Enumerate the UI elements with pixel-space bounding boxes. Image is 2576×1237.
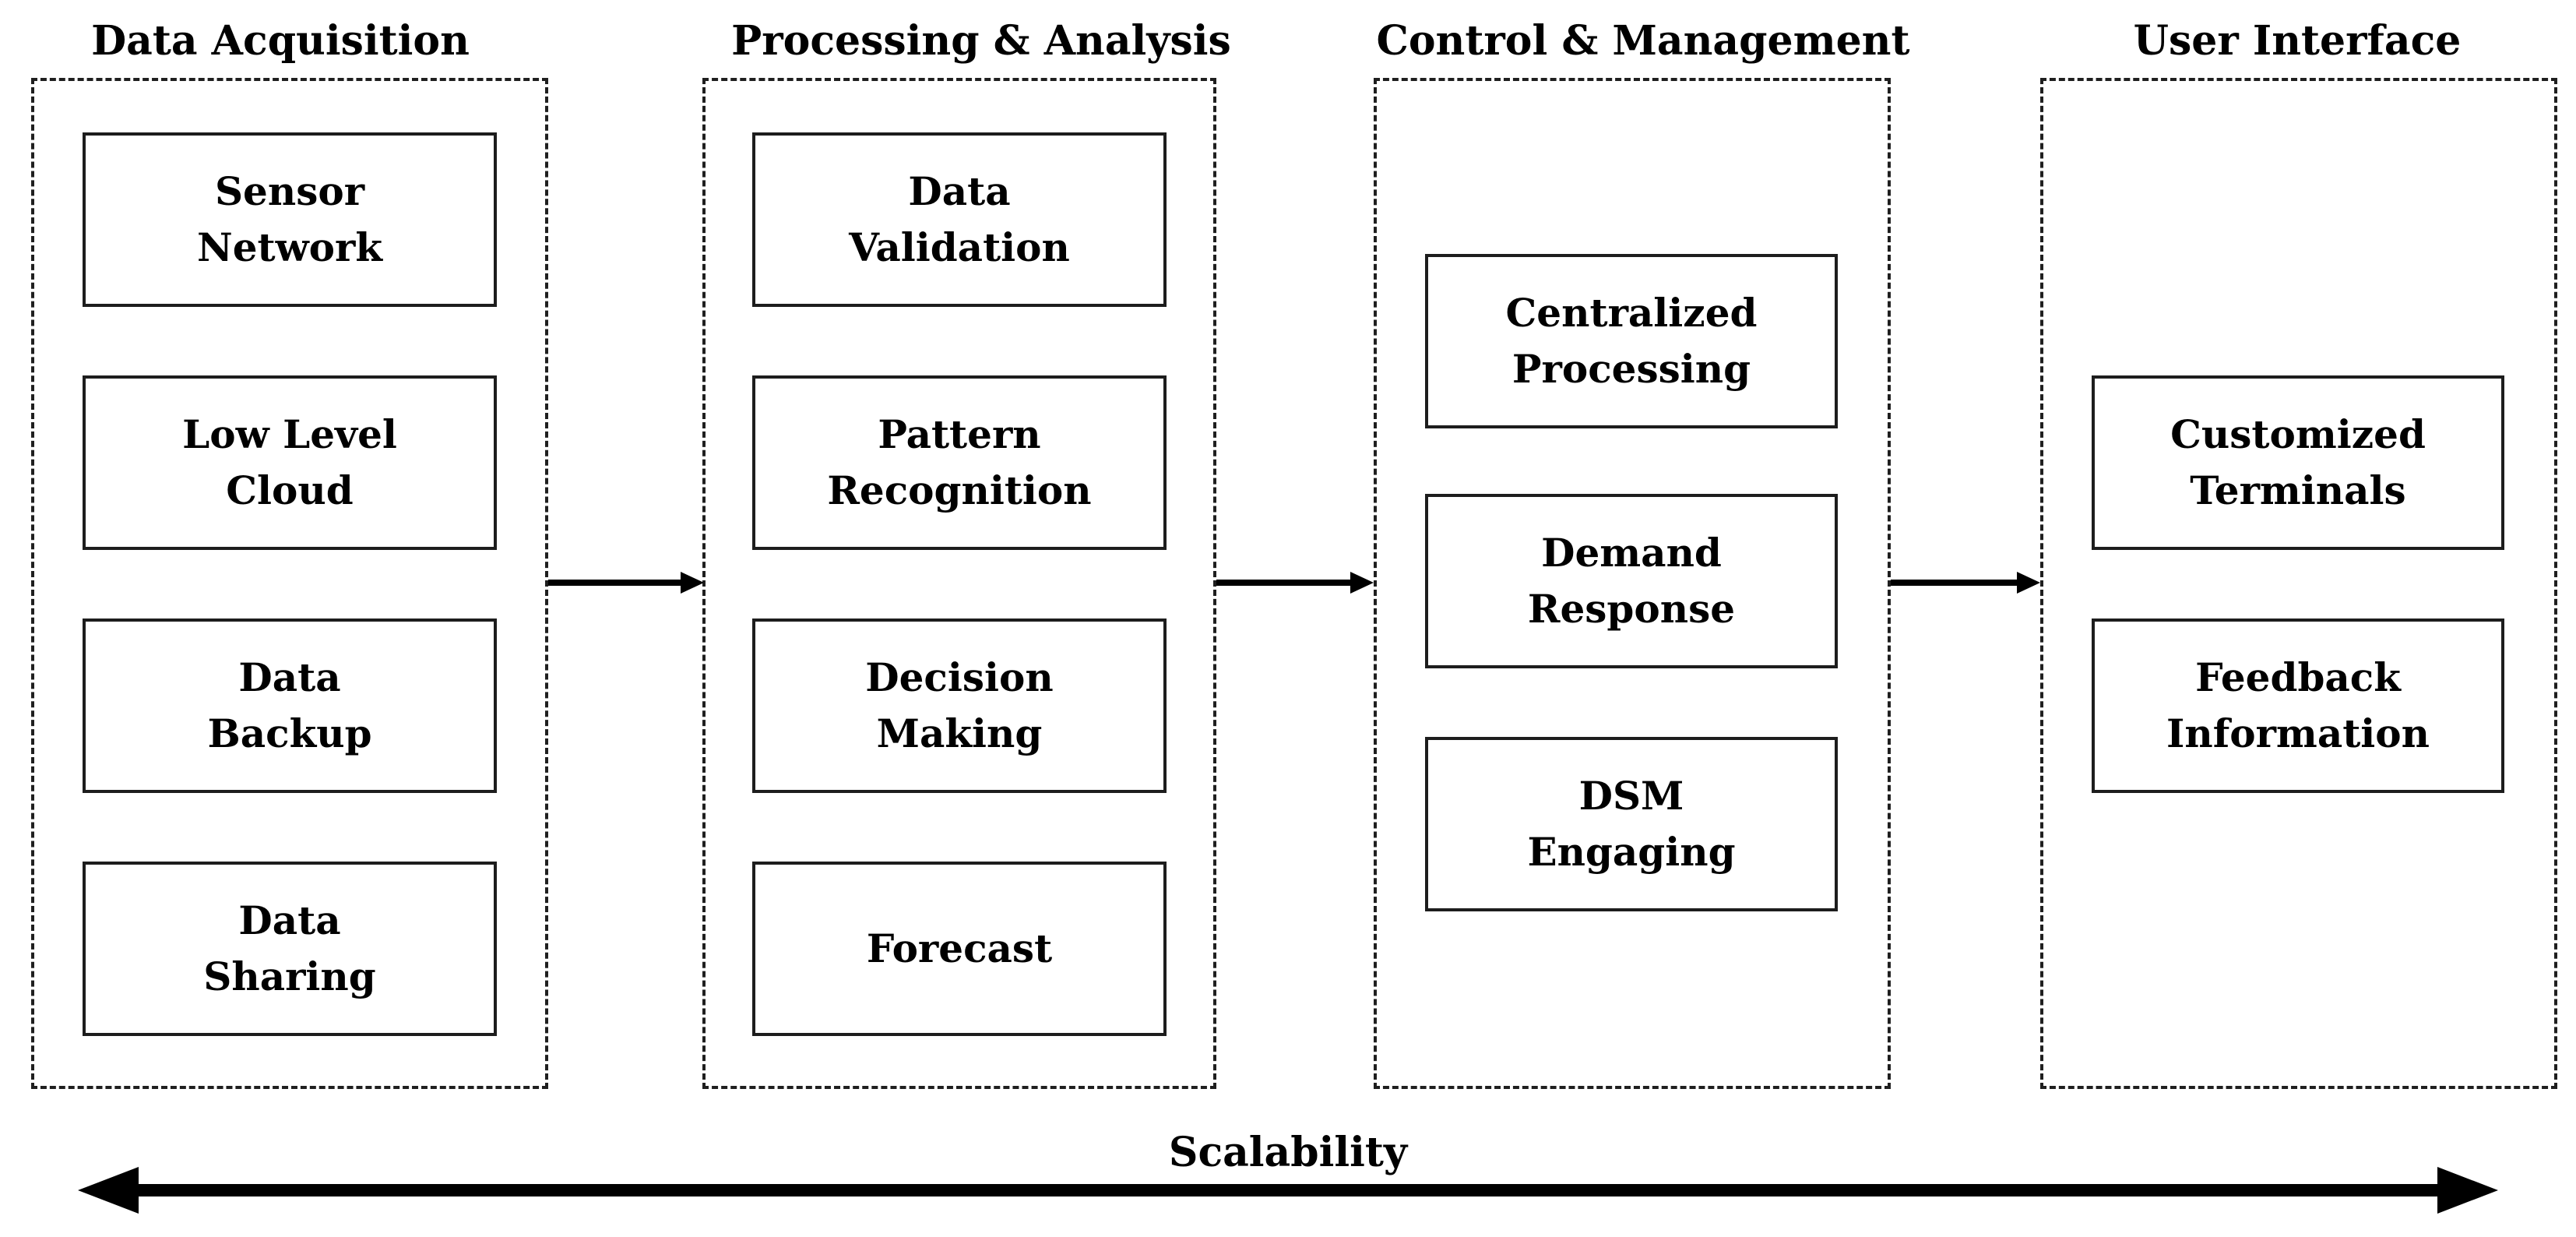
stage-control-management: Centralized Processing Demand Response D… — [1374, 78, 1891, 1089]
item-data-sharing: Data Sharing — [83, 862, 497, 1036]
stage-data-acquisition: Sensor Network Low Level Cloud Data Back… — [31, 78, 548, 1089]
item-data-validation: Data Validation — [752, 132, 1167, 307]
item-dsm-engaging: DSM Engaging — [1425, 737, 1838, 911]
item-demand-response: Demand Response — [1425, 494, 1838, 668]
stage-user-interface: Customized Terminals Feedback Informatio… — [2040, 78, 2557, 1089]
item-centralized-processing: Centralized Processing — [1425, 254, 1838, 428]
item-feedback-information: Feedback Information — [2092, 618, 2504, 793]
item-forecast: Forecast — [752, 862, 1167, 1036]
stage-title-processing-analysis: Processing & Analysis — [731, 17, 1231, 65]
item-customized-terminals: Customized Terminals — [2092, 375, 2504, 550]
item-low-level-cloud: Low Level Cloud — [83, 375, 497, 550]
stage-title-data-acquisition: Data Acquisition — [91, 17, 470, 65]
scalability-label: Scalability — [1168, 1129, 1408, 1176]
stage-title-user-interface: User Interface — [2133, 17, 2462, 65]
item-pattern-recognition: Pattern Recognition — [752, 375, 1167, 550]
item-decision-making: Decision Making — [752, 618, 1167, 793]
stage-title-control-management: Control & Management — [1376, 17, 1910, 65]
item-sensor-network: Sensor Network — [83, 132, 497, 307]
stage-processing-analysis: Data Validation Pattern Recognition Deci… — [702, 78, 1216, 1089]
item-data-backup: Data Backup — [83, 618, 497, 793]
